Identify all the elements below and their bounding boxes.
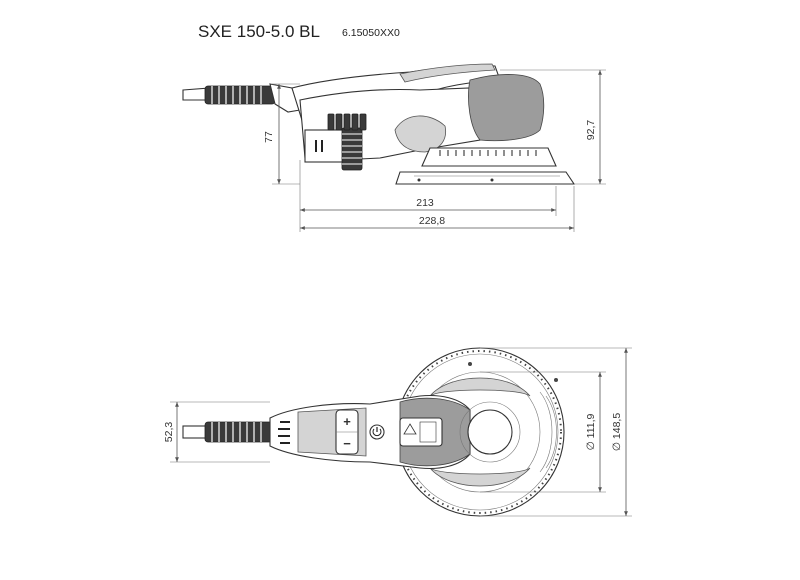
dim-length-total: 228,8 xyxy=(419,215,445,227)
drawing-title: SXE 150-5.0 BL xyxy=(198,22,320,41)
dim-width-handle: 52,3 xyxy=(163,422,175,443)
plus-icon: + xyxy=(343,414,351,429)
side-handle-grip xyxy=(399,63,496,83)
top-cable xyxy=(182,421,276,443)
minus-icon: − xyxy=(343,436,351,451)
side-sanding-pad xyxy=(395,147,576,185)
warning-label xyxy=(399,417,443,447)
speed-buttons: + − xyxy=(335,409,359,455)
side-view: 77 92,7 213 228,8 xyxy=(182,63,606,232)
top-motor-hub xyxy=(467,409,513,455)
top-view: + − 52,3 ∅ 111,9 xyxy=(163,347,632,517)
dim-length-inner: 213 xyxy=(416,197,434,209)
top-grip-lines xyxy=(278,421,290,444)
dim-diameter-outer: ∅ 148,5 xyxy=(611,413,623,451)
side-switch-block xyxy=(304,113,367,171)
side-motor-cap xyxy=(468,74,545,142)
dim-height-body: 77 xyxy=(263,131,275,143)
dim-diameter-inner: ∅ 111,9 xyxy=(585,413,597,450)
power-icon xyxy=(369,424,385,440)
side-dimensions: 77 92,7 213 228,8 xyxy=(263,69,606,232)
top-dimensions: 52,3 ∅ 111,9 ∅ 148,5 xyxy=(163,347,632,517)
side-cable xyxy=(182,83,301,113)
dim-height-total: 92,7 xyxy=(585,120,597,141)
article-number: 6.15050XX0 xyxy=(342,27,400,39)
